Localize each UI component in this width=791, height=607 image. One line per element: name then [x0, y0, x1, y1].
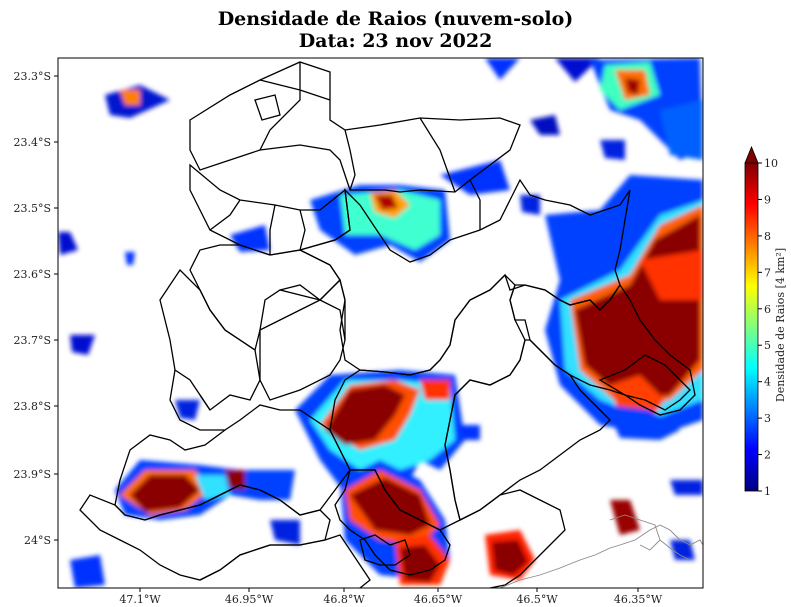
density-patch [375, 195, 398, 210]
density-patch [460, 425, 480, 440]
colorbar-tick-label: 8 [764, 230, 771, 243]
density-patch [440, 160, 510, 195]
coastline-segment [499, 524, 703, 588]
lat-tick-label: 23.6°S [13, 268, 51, 281]
lat-tick-label: 23.7°S [13, 334, 51, 347]
density-patch [555, 58, 600, 82]
colorbar-ticks: 1 2 3 4 5 6 7 8 9 10 [758, 157, 778, 498]
lat-tick-label: 24°S [24, 534, 51, 547]
lat-tick-label: 23.5°S [13, 202, 51, 215]
density-patch [660, 100, 703, 160]
border [189, 61, 521, 193]
lon-tick-label: 46.65°W [414, 593, 463, 606]
lat-tick-label: 23.3°S [13, 70, 51, 83]
lon-tick-label: 46.5°W [516, 593, 558, 606]
lon-tick-label: 46.95°W [225, 593, 274, 606]
density-field [58, 58, 703, 588]
lat-tick-label: 23.9°S [13, 468, 51, 481]
colorbar-tick-label: 1 [764, 485, 771, 498]
border [344, 117, 481, 230]
map-frame [57, 57, 704, 589]
density-patch [120, 90, 140, 105]
colorbar-tick-label: 10 [764, 157, 778, 170]
density-patch [605, 405, 680, 440]
density-patch [130, 475, 200, 512]
colorbar-gradient [744, 162, 759, 492]
border [209, 199, 306, 255]
border [359, 534, 411, 566]
coastline [499, 514, 703, 588]
municipality-borders [79, 61, 696, 588]
density-patch [520, 195, 540, 215]
colorbar-label: Densidade de Raios [4 km²] [774, 248, 787, 402]
colorbar-tick-label: 5 [764, 339, 771, 352]
density-patch [670, 540, 695, 560]
colorbar-extend-arrow [744, 145, 759, 164]
density-patch [670, 480, 703, 495]
density-patch [530, 115, 560, 135]
border [254, 94, 281, 121]
lon-tick-label: 46.8°W [323, 593, 365, 606]
density-patch [340, 190, 440, 250]
density-patch [70, 555, 105, 588]
border [459, 489, 566, 588]
border [444, 339, 611, 521]
density-patch [125, 252, 135, 265]
coastline-segment [659, 539, 691, 561]
latitude-axis: 23.3°S 23.4°S 23.5°S 23.6°S 23.7°S 23.8°S 23.9… [13, 70, 58, 547]
density-patch [610, 500, 640, 535]
density-patch [640, 250, 703, 300]
border [598, 354, 691, 411]
colorbar: 1 2 3 4 5 6 7 8 9 10 Densidade de Raios [4 km²] [744, 145, 787, 498]
density-patch [70, 335, 95, 355]
lat-tick-label: 23.4°S [13, 136, 51, 149]
longitude-axis: 47.1°W 46.95°W 46.8°W 46.65°W 46.5°W 46.35°W [119, 588, 663, 606]
lon-tick-label: 46.35°W [614, 593, 663, 606]
colorbar-tick-label: 2 [764, 449, 771, 462]
density-patch [492, 540, 528, 575]
lon-tick-label: 47.1°W [119, 593, 161, 606]
border [169, 369, 225, 431]
density-patch [600, 140, 625, 160]
border [334, 469, 451, 576]
border [159, 268, 261, 411]
density-patch [350, 478, 430, 535]
border [199, 534, 371, 588]
colorbar-tick-label: 7 [764, 266, 771, 279]
density-patch [58, 232, 78, 255]
border [279, 278, 346, 340]
density-patch [625, 78, 640, 95]
border [259, 299, 346, 401]
colorbar-tick-label: 9 [764, 193, 771, 206]
coastline-segment [609, 514, 661, 551]
density-patch [325, 385, 405, 445]
map-title: Densidade de Raios (nuvem-solo) [217, 8, 574, 30]
map-subtitle: Data: 23 nov 2022 [298, 30, 493, 52]
density-patch [270, 520, 300, 545]
lat-tick-label: 23.8°S [13, 400, 51, 413]
density-patch [485, 58, 520, 80]
border [259, 62, 331, 151]
colorbar-tick-label: 6 [764, 303, 771, 316]
density-patch [420, 380, 450, 400]
colorbar-tick-label: 3 [764, 412, 771, 425]
colorbar-tick-label: 4 [764, 376, 771, 389]
density-patch [175, 400, 200, 420]
